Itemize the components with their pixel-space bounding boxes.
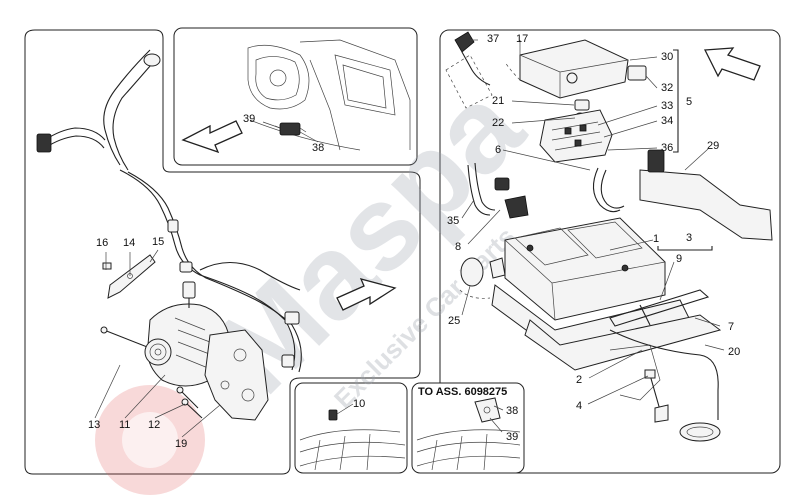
sensor-10 <box>328 409 338 421</box>
direction-arrow-alternator <box>336 278 397 311</box>
callout-12: 12 <box>148 419 160 431</box>
callout-33: 33 <box>661 100 673 112</box>
callout-3: 3 <box>686 232 692 244</box>
callout-5: 5 <box>686 96 692 108</box>
callout-37: 37 <box>487 33 499 45</box>
callout-13: 13 <box>88 419 100 431</box>
callout-21: 21 <box>492 95 504 107</box>
callout-8: 8 <box>455 241 461 253</box>
callout-39-inset: 39 <box>506 431 518 443</box>
battery-illustration <box>445 31 773 442</box>
callout-39-dashboard: 39 <box>243 113 255 125</box>
callout-30: 30 <box>661 51 673 63</box>
callout-25: 25 <box>448 315 460 327</box>
bracket-group-3 <box>657 246 713 251</box>
callout-7: 7 <box>728 321 734 333</box>
callout-20: 20 <box>728 346 740 358</box>
battery-1 <box>504 217 666 321</box>
callout-15: 15 <box>152 236 164 248</box>
callout-38-dashboard: 38 <box>312 142 324 154</box>
leader-lines <box>94 39 725 438</box>
module-38-39-inset <box>474 397 501 423</box>
module-39-38-dashboard <box>279 122 301 136</box>
bracket-group-5 <box>673 49 679 153</box>
callout-29: 29 <box>707 140 719 152</box>
callout-22: 22 <box>492 117 504 129</box>
callouts: 16 14 15 13 11 12 19 39 38 TO ASS. 60982… <box>88 33 740 450</box>
direction-arrow-battery <box>703 47 761 81</box>
callout-32: 32 <box>661 82 673 94</box>
callout-14: 14 <box>123 237 135 249</box>
inset-title: TO ASS. 6098275 <box>418 386 507 398</box>
callout-11: 11 <box>119 419 130 431</box>
callout-36: 36 <box>661 142 673 154</box>
callout-6: 6 <box>495 144 501 156</box>
direction-arrow-dashboard <box>181 120 243 154</box>
inset-panel-10-frame <box>294 382 408 474</box>
alternator-panel-frame <box>24 29 421 475</box>
inset-38-illustration <box>416 397 521 471</box>
alternator-illustration <box>36 49 302 421</box>
callout-10: 10 <box>353 398 365 410</box>
callout-17: 17 <box>516 33 528 45</box>
callout-19: 19 <box>175 438 187 450</box>
callout-16: 16 <box>96 237 108 249</box>
callout-34: 34 <box>661 115 673 127</box>
inset-10-illustration <box>299 409 406 471</box>
callout-35: 35 <box>447 215 459 227</box>
callout-1: 1 <box>653 233 659 245</box>
dashboard-illustration <box>247 39 411 151</box>
callout-2: 2 <box>576 374 582 386</box>
callout-4: 4 <box>576 400 582 412</box>
callout-9: 9 <box>676 253 682 265</box>
callout-38-inset: 38 <box>506 405 518 417</box>
